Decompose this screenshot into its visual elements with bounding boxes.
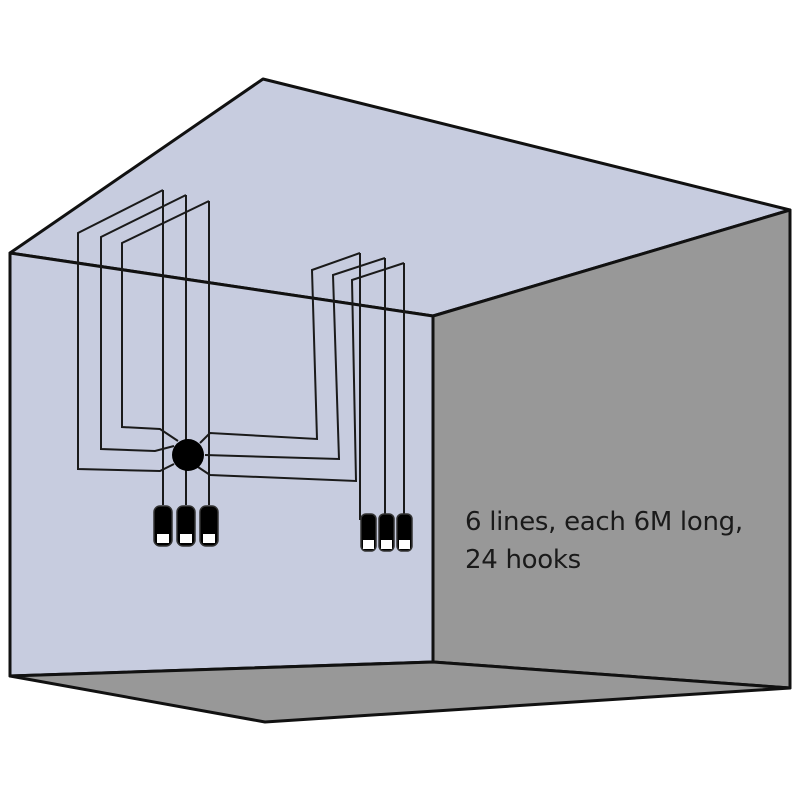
pendant-light xyxy=(396,513,413,552)
floor xyxy=(8,660,792,724)
pendant-light xyxy=(199,505,219,547)
pendant-light xyxy=(360,513,377,552)
pendant-light xyxy=(378,513,395,552)
pendants-right xyxy=(360,513,413,552)
pendant-light xyxy=(153,505,173,547)
pendants-left xyxy=(153,505,219,547)
caption-line-1: 6 lines, each 6M long, xyxy=(465,507,743,537)
back-wall xyxy=(8,251,435,678)
hub-canopy xyxy=(172,439,204,471)
caption-text: 6 lines, each 6M long, 24 hooks xyxy=(465,503,743,579)
wire-lines xyxy=(77,189,405,520)
pendant-light xyxy=(176,505,196,547)
caption-line-2: 24 hooks xyxy=(465,545,581,575)
